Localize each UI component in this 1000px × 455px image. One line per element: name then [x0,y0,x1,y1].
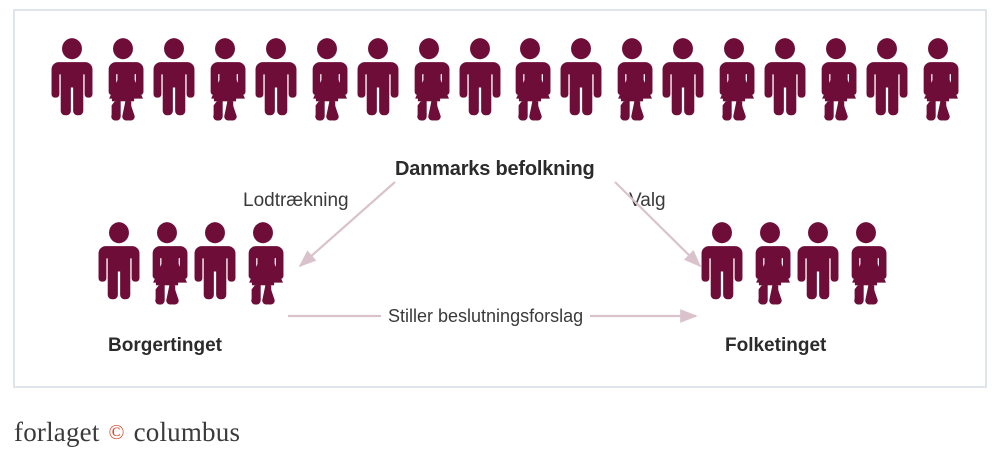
person-female-icon [305,38,349,134]
arrow-label-beslutningsforslag: Stiller beslutningsforslag [381,306,591,327]
person-male-icon [763,38,807,134]
population-label: Danmarks befolkning [395,158,595,180]
person-male-icon [700,222,744,318]
person-female-icon [241,222,285,318]
person-female-icon [203,38,247,134]
person-male-icon [193,222,237,318]
person-female-icon [610,38,654,134]
borgertinget-pictogram-group [97,222,285,318]
person-male-icon [356,38,400,134]
person-female-icon [101,38,145,134]
arrow-label-lodtraekning: Lodtrækning [243,190,349,211]
folketinget-pictogram-group [700,222,888,318]
borgertinget-label: Borgertinget [108,335,222,356]
person-male-icon [97,222,141,318]
person-male-icon [458,38,502,134]
person-female-icon [407,38,451,134]
person-female-icon [814,38,858,134]
person-male-icon [559,38,603,134]
publisher-logo-word-after: columbus [133,417,241,447]
publisher-logo-word-before: forlaget [14,417,100,447]
person-male-icon [152,38,196,134]
person-male-icon [865,38,909,134]
person-female-icon [145,222,189,318]
person-female-icon [916,38,960,134]
person-male-icon [796,222,840,318]
copyright-icon: © [108,419,125,444]
person-male-icon [254,38,298,134]
person-male-icon [661,38,705,134]
publisher-logo: forlaget © columbus [14,417,240,448]
population-pictogram-row [50,38,960,134]
person-female-icon [712,38,756,134]
person-female-icon [748,222,792,318]
folketinget-label: Folketinget [725,335,827,356]
person-male-icon [50,38,94,134]
person-female-icon [508,38,552,134]
person-female-icon [844,222,888,318]
arrow-label-valg: Valg [629,190,666,211]
